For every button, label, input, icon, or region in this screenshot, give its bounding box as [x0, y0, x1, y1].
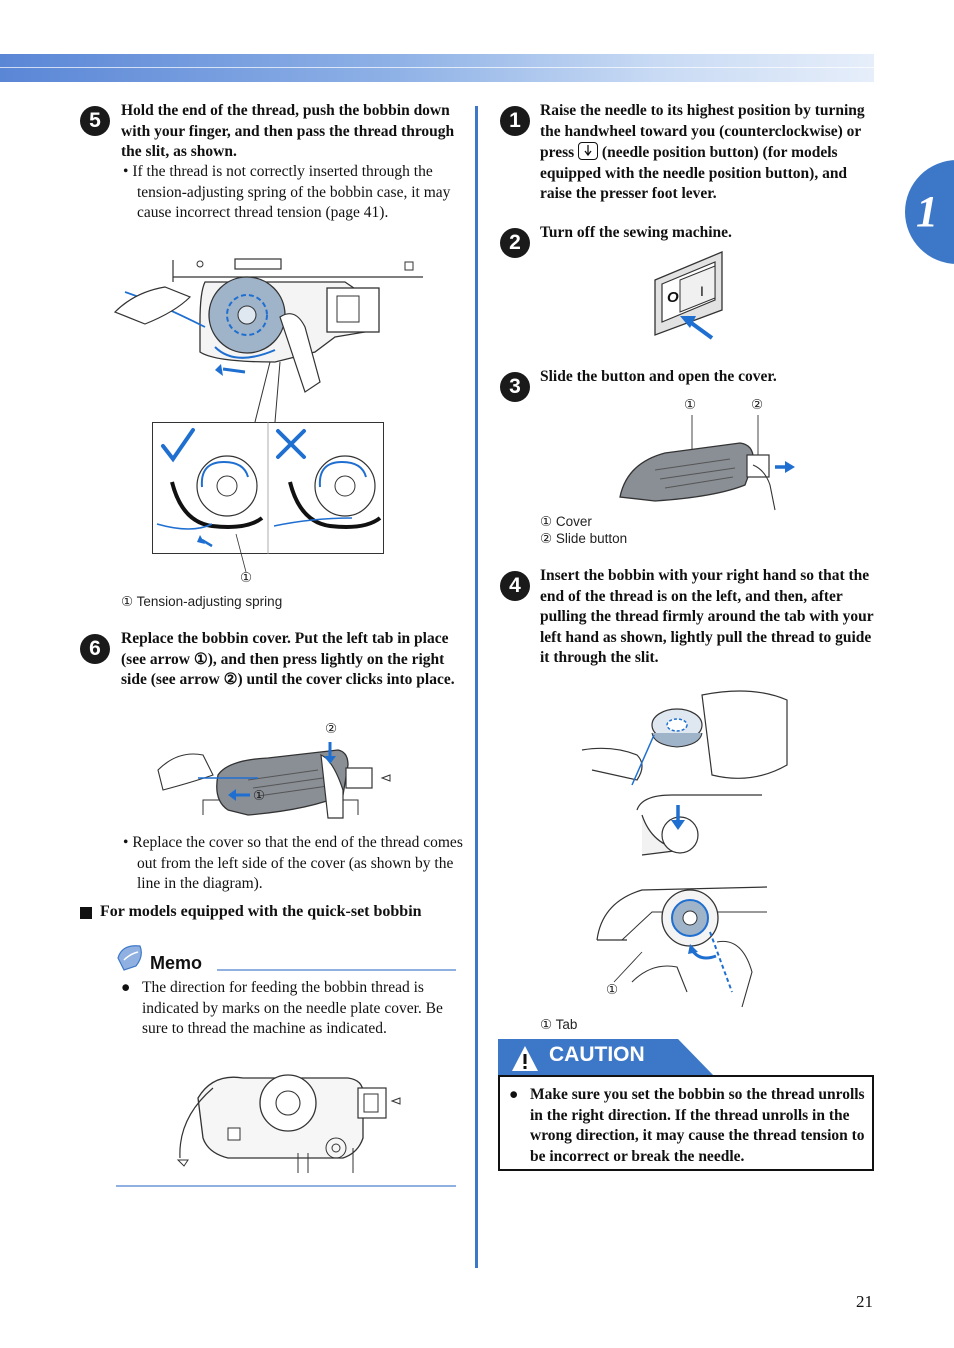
- memo-bottom-rule: [116, 1185, 456, 1187]
- column-divider: [475, 106, 478, 1268]
- bobbin-cover-illustration: [157, 742, 391, 819]
- bobbin-insert-illustration: [113, 258, 423, 423]
- step-3-callout-1: ①: [684, 397, 697, 412]
- step-5-number: 5: [80, 106, 110, 136]
- step-5-title: Hold the end of the thread, push the bob…: [121, 102, 455, 160]
- step-5-caption: ① Tension-adjusting spring: [121, 594, 283, 609]
- needle-position-button-icon: [578, 142, 599, 160]
- step-6-number: 6: [80, 634, 110, 664]
- step-3-caption-slide: ② Slide button: [540, 531, 628, 546]
- step-5-bullet-text: If the thread is not correctly inserted …: [132, 163, 451, 221]
- power-switch-illustration: [654, 251, 723, 340]
- step-5-bullet: • If the thread is not correctly inserte…: [123, 163, 451, 221]
- page-number: 21: [856, 1292, 873, 1311]
- chapter-number: 1: [916, 187, 938, 236]
- step-3-caption-cover: ① Cover: [540, 514, 592, 529]
- memo-icon: [117, 945, 142, 971]
- step-5-callout: ①: [240, 570, 253, 585]
- memo-bullet-icon: ●: [121, 979, 131, 996]
- memo-title: Memo: [150, 953, 203, 973]
- step-6-bullet: • Replace the cover so that the end of t…: [123, 834, 463, 892]
- caution-header: [498, 1039, 714, 1076]
- step-4-title: Insert the bobbin with your right hand s…: [540, 567, 874, 666]
- caution-text: Make sure you set the bobbin so the thre…: [530, 1086, 865, 1165]
- step-6-callout-2: ②: [325, 721, 338, 736]
- check-icon: [161, 428, 195, 463]
- step-3-callout-2: ②: [751, 397, 764, 412]
- square-bullet-icon: [80, 907, 92, 919]
- section-title: For models equipped with the quick-set b…: [100, 903, 422, 920]
- needle-plate-cover-illustration: [176, 1074, 401, 1173]
- caution-box: [498, 1075, 874, 1171]
- step-1-title-a: Raise the needle to its highest position…: [540, 102, 865, 161]
- step-3-number: 3: [500, 372, 530, 402]
- switch-on-label: I: [700, 283, 704, 299]
- cross-icon: [276, 429, 306, 459]
- step-6-title: Replace the bobbin cover. Put the left t…: [121, 630, 455, 688]
- memo-text: The direction for feeding the bobbin thr…: [142, 979, 443, 1037]
- header-band-line: [0, 67, 874, 68]
- step-2-title: Turn off the sewing machine.: [540, 224, 732, 241]
- step-6-callout-1: ①: [253, 788, 266, 803]
- step-3-title: Slide the button and open the cover.: [540, 368, 777, 385]
- header-band: [0, 54, 874, 82]
- thread-comparison-illustration: [152, 422, 384, 573]
- memo-rule: [217, 969, 456, 971]
- step-6-bullet-text: Replace the cover so that the end of the…: [132, 834, 463, 892]
- step-2-number: 2: [500, 228, 530, 258]
- step-1-number: 1: [500, 106, 530, 136]
- switch-off-label: O: [667, 289, 679, 306]
- step-4-number: 4: [500, 571, 530, 601]
- thread-tab-illustration: [596, 886, 768, 1008]
- step-1-title-b: (needle position button) (for models equ…: [540, 144, 848, 202]
- step-4-callout: ①: [606, 982, 619, 997]
- step-1-title: Raise the needle to its highest position…: [540, 101, 874, 205]
- open-cover-illustration: [619, 415, 795, 511]
- caution-title: CAUTION: [549, 1043, 645, 1066]
- bobbin-drop-illustration: [581, 690, 788, 856]
- caution-bullet-icon: ●: [509, 1086, 519, 1103]
- step-4-caption: ① Tab: [540, 1017, 578, 1032]
